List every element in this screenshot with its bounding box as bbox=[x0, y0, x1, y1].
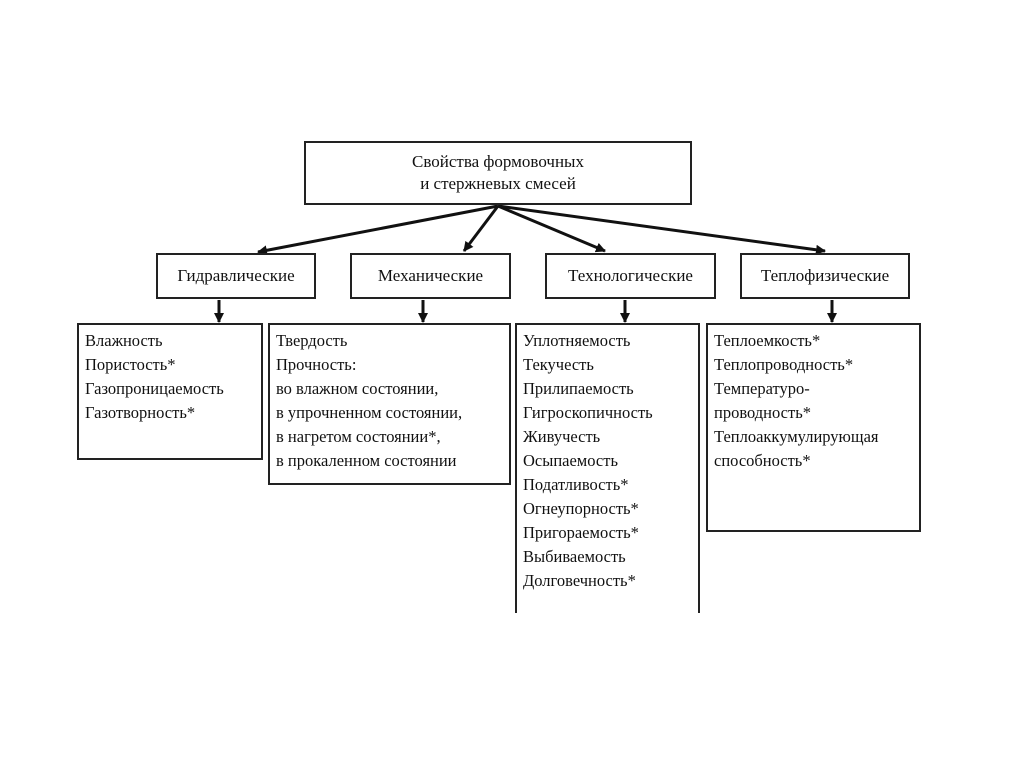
list-item: в нагретом состоянии*, bbox=[276, 427, 441, 446]
category-technological: Технологические bbox=[545, 253, 716, 299]
list-item: Газотворность* bbox=[85, 403, 196, 422]
list-hydraulic: Влажность Пористость* Газопроницаемость … bbox=[77, 323, 263, 460]
list-mechanical: Твердость Прочность: во влажном состояни… bbox=[268, 323, 511, 485]
list-item: Теплоаккумулирующая bbox=[714, 427, 879, 446]
list-item: во влажном состоянии, bbox=[276, 379, 439, 398]
list-item: Газопроницаемость bbox=[85, 379, 224, 398]
arrow-to-thermophysical bbox=[497, 204, 826, 255]
list-item: Податливость* bbox=[523, 475, 629, 494]
list-item: Осыпаемость bbox=[523, 451, 618, 470]
root-title-line2: и стержневых смесей bbox=[420, 174, 576, 193]
list-item: Теплопроводность* bbox=[714, 355, 854, 374]
list-item: Пригораемость* bbox=[523, 523, 639, 542]
list-item: в упрочненном состоянии, bbox=[276, 403, 463, 422]
category-thermophysical: Теплофизические bbox=[740, 253, 910, 299]
arrow-to-hydraulic bbox=[257, 204, 499, 256]
list-item: Твердость bbox=[276, 331, 348, 350]
list-item: Прочность: bbox=[276, 355, 357, 374]
list-item: Уплотняемость bbox=[523, 331, 631, 350]
list-item: Огнеупорность* bbox=[523, 499, 639, 518]
list-item: в прокаленном состоянии bbox=[276, 451, 457, 470]
list-item: способность* bbox=[714, 451, 811, 470]
root-box: Свойства формовочных и стержневых смесей bbox=[304, 141, 692, 205]
category-hydraulic: Гидравлические bbox=[156, 253, 316, 299]
list-item: Живучесть bbox=[523, 427, 601, 446]
list-thermophysical: Теплоемкость* Теплопроводность* Температ… bbox=[706, 323, 921, 532]
arrow-to-mechanical bbox=[462, 205, 500, 252]
list-item: Выбиваемость bbox=[523, 547, 626, 566]
list-item: Пористость* bbox=[85, 355, 176, 374]
list-item: Долговечность* bbox=[523, 571, 636, 590]
list-technological: Уплотняемость Текучесть Прилипаемость Ги… bbox=[515, 323, 700, 613]
list-item: Температуро- bbox=[714, 379, 810, 398]
arrow-to-technological bbox=[497, 204, 606, 253]
list-item: Теплоемкость* bbox=[714, 331, 821, 350]
list-item: Влажность bbox=[85, 331, 163, 350]
category-mechanical: Механические bbox=[350, 253, 511, 299]
list-item: Текучесть bbox=[523, 355, 594, 374]
list-item: Гигроскопичность bbox=[523, 403, 653, 422]
list-item: Прилипаемость bbox=[523, 379, 634, 398]
list-item: проводность* bbox=[714, 403, 811, 422]
root-title-line1: Свойства формовочных bbox=[412, 152, 584, 171]
